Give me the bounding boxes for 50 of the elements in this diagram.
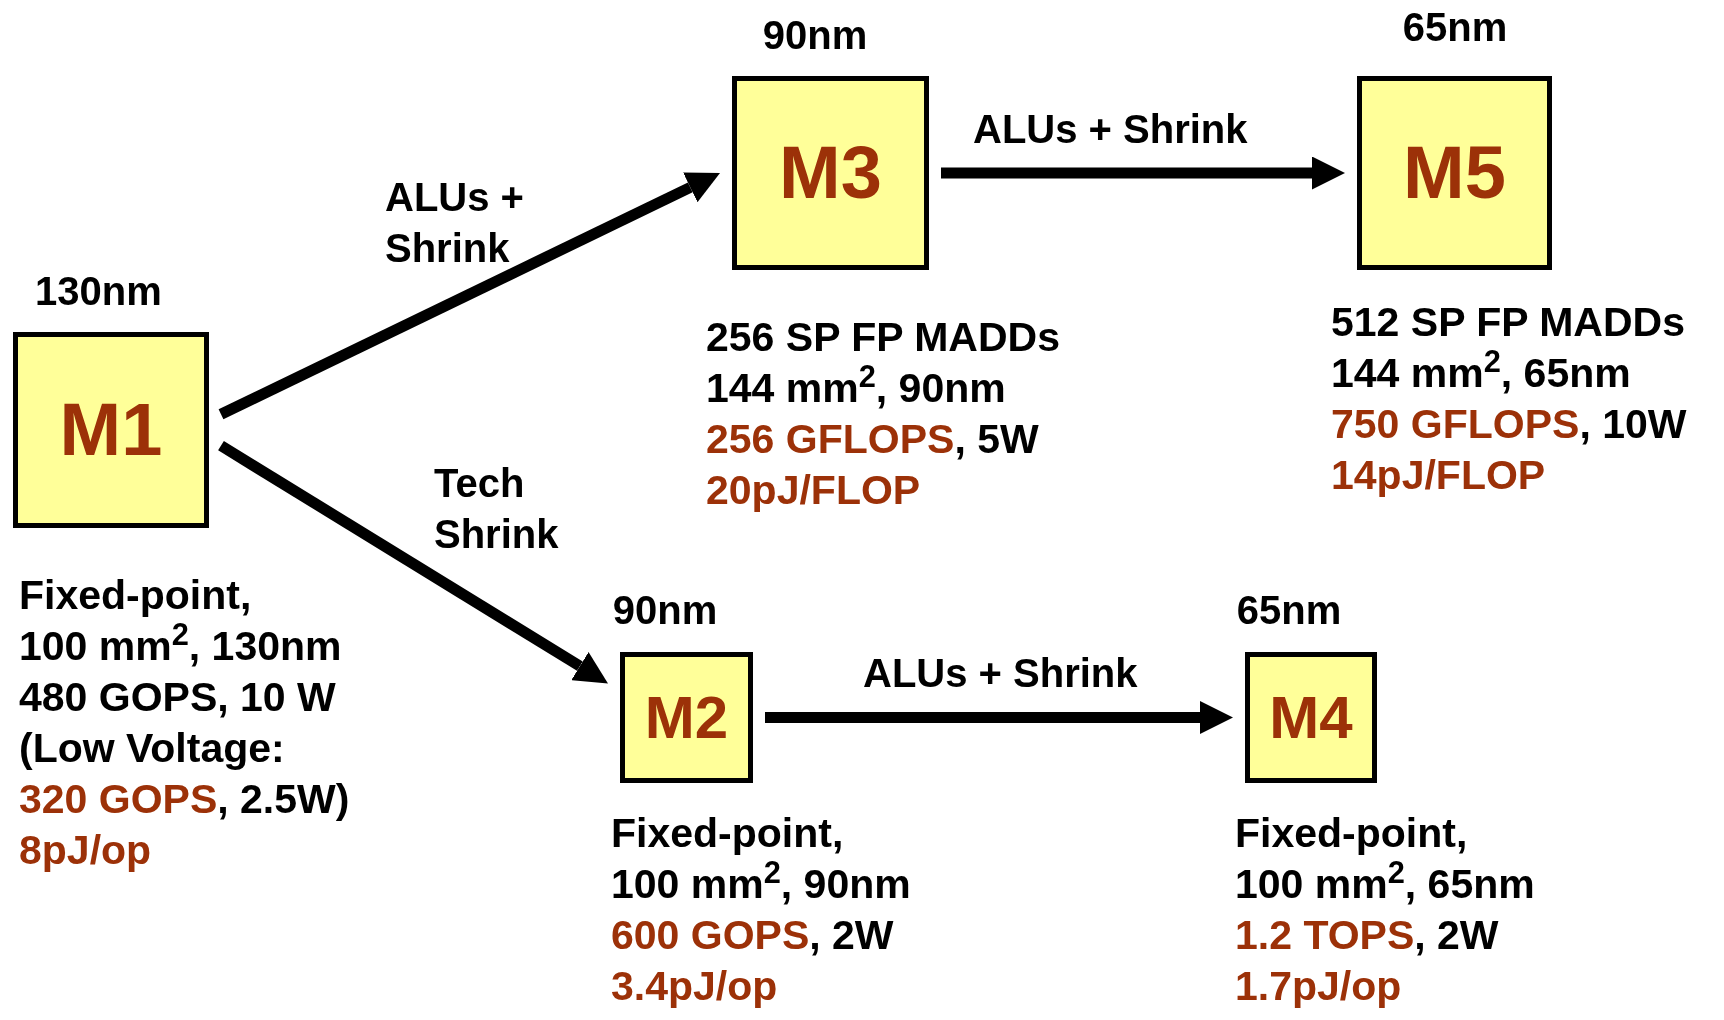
chip-name: M2 xyxy=(644,687,729,748)
spec-text: 320 GOPS xyxy=(19,776,218,822)
spec-text: 14pJ/FLOP xyxy=(1331,452,1546,498)
spec-text: 512 SP FP MADDs xyxy=(1331,299,1685,345)
arrow xyxy=(941,156,1345,190)
spec-text: 1.2 TOPS xyxy=(1235,912,1415,958)
spec-text: 480 GOPS, 10 W xyxy=(19,674,336,720)
spec-text: 256 GFLOPS xyxy=(706,416,955,462)
edge-label: ALUs + Shrink xyxy=(385,174,525,272)
arrow xyxy=(218,172,720,420)
process-node-label: 65nm xyxy=(1236,587,1342,634)
process-node-label: 130nm xyxy=(35,268,162,315)
edge-label: ALUs + Shrink xyxy=(863,650,1138,697)
chip-name: M5 xyxy=(1403,136,1506,210)
spec-text: , 2W xyxy=(809,912,894,958)
process-node-label: 90nm xyxy=(612,587,718,634)
spec-text: 750 GFLOPS xyxy=(1331,401,1580,447)
arrow xyxy=(765,701,1233,734)
spec-text: 20pJ/FLOP xyxy=(706,467,921,513)
chip-box xyxy=(1245,652,1377,783)
chip-box xyxy=(1357,76,1552,270)
spec-text: Fixed-point, xyxy=(1235,810,1468,856)
spec-text: 100 mm$^{2}$, 130nm xyxy=(19,623,342,669)
chip-name: M4 xyxy=(1269,687,1353,748)
process-node-label: 90nm xyxy=(762,12,868,59)
spec-text: 3.4pJ/op xyxy=(611,963,778,1009)
spec-text: 100 mm$^{2}$, 90nm xyxy=(611,861,911,907)
spec-text: , 2W xyxy=(1414,912,1499,958)
chip-name: M3 xyxy=(779,136,882,210)
spec-text: 1.7pJ/op xyxy=(1235,963,1402,1009)
chip-box xyxy=(620,652,753,783)
edge-label: Tech Shrink xyxy=(434,460,560,558)
spec-text: 100 mm$^{2}$, 65nm xyxy=(1235,861,1535,907)
chip-name: M1 xyxy=(59,393,163,467)
spec-text: , 10W xyxy=(1579,401,1687,447)
spec-text: , 5W xyxy=(954,416,1039,462)
spec-text: 8pJ/op xyxy=(19,827,152,873)
spec-text: 144 mm$^{2}$, 65nm xyxy=(1331,350,1631,396)
process-node-label: 65nm xyxy=(1402,4,1508,51)
spec-text: , 2.5W) xyxy=(217,776,350,822)
chip-box xyxy=(13,332,209,528)
spec-text: Fixed-point, xyxy=(611,810,844,856)
edge-label: ALUs + Shrink xyxy=(973,106,1248,153)
spec-text: 256 SP FP MADDs xyxy=(706,314,1060,360)
arrow xyxy=(218,441,608,684)
chip-box xyxy=(732,76,929,270)
spec-text: (Low Voltage: xyxy=(19,725,285,771)
spec-text: Fixed-point, xyxy=(19,572,252,618)
spec-text: 600 GOPS xyxy=(611,912,810,958)
spec-text: 144 mm$^{2}$, 90nm xyxy=(706,365,1006,411)
